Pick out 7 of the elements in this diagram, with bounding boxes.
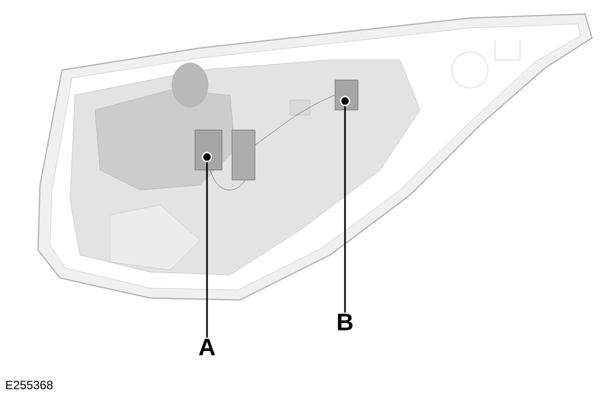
- leader-line: [206, 162, 208, 338]
- leader-line: [344, 106, 346, 313]
- target-dot: [202, 152, 212, 162]
- callout-letter: B: [338, 314, 353, 330]
- callout-letter: A: [198, 338, 216, 356]
- target-dot: [340, 96, 350, 106]
- figure-code: E255368: [6, 380, 53, 390]
